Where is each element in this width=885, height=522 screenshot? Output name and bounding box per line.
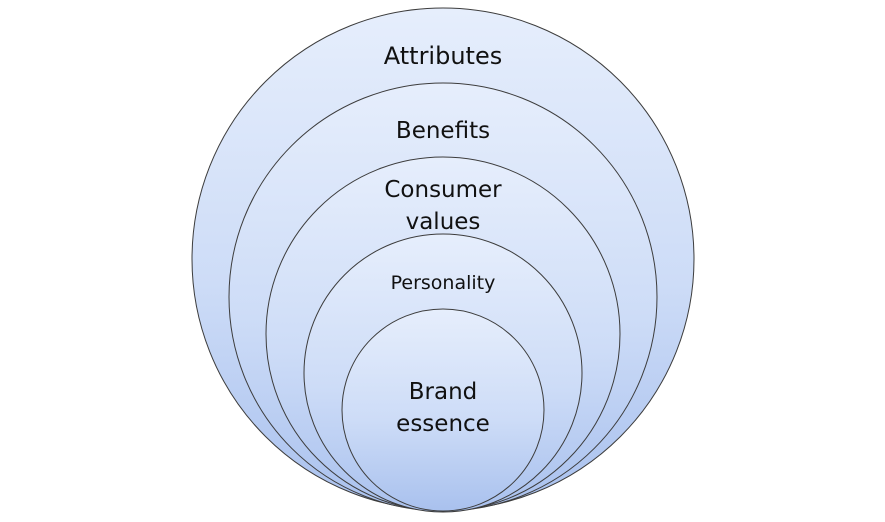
ring-brand-essence-label-line-1: Brand [409, 379, 478, 405]
ring-personality-label: Personality [391, 272, 496, 294]
ring-consumer-values-label-line-2: values [406, 209, 481, 235]
ring-brand-essence-circle [341, 308, 545, 512]
ring-brand-essence-label-line-2: essence [396, 411, 490, 437]
ring-brand-essence: Brand essence [341, 308, 545, 512]
ring-benefits-label: Benefits [396, 118, 490, 144]
ring-consumer-values-label-line-1: Consumer [384, 177, 502, 203]
ring-attributes-label: Attributes [384, 42, 502, 70]
